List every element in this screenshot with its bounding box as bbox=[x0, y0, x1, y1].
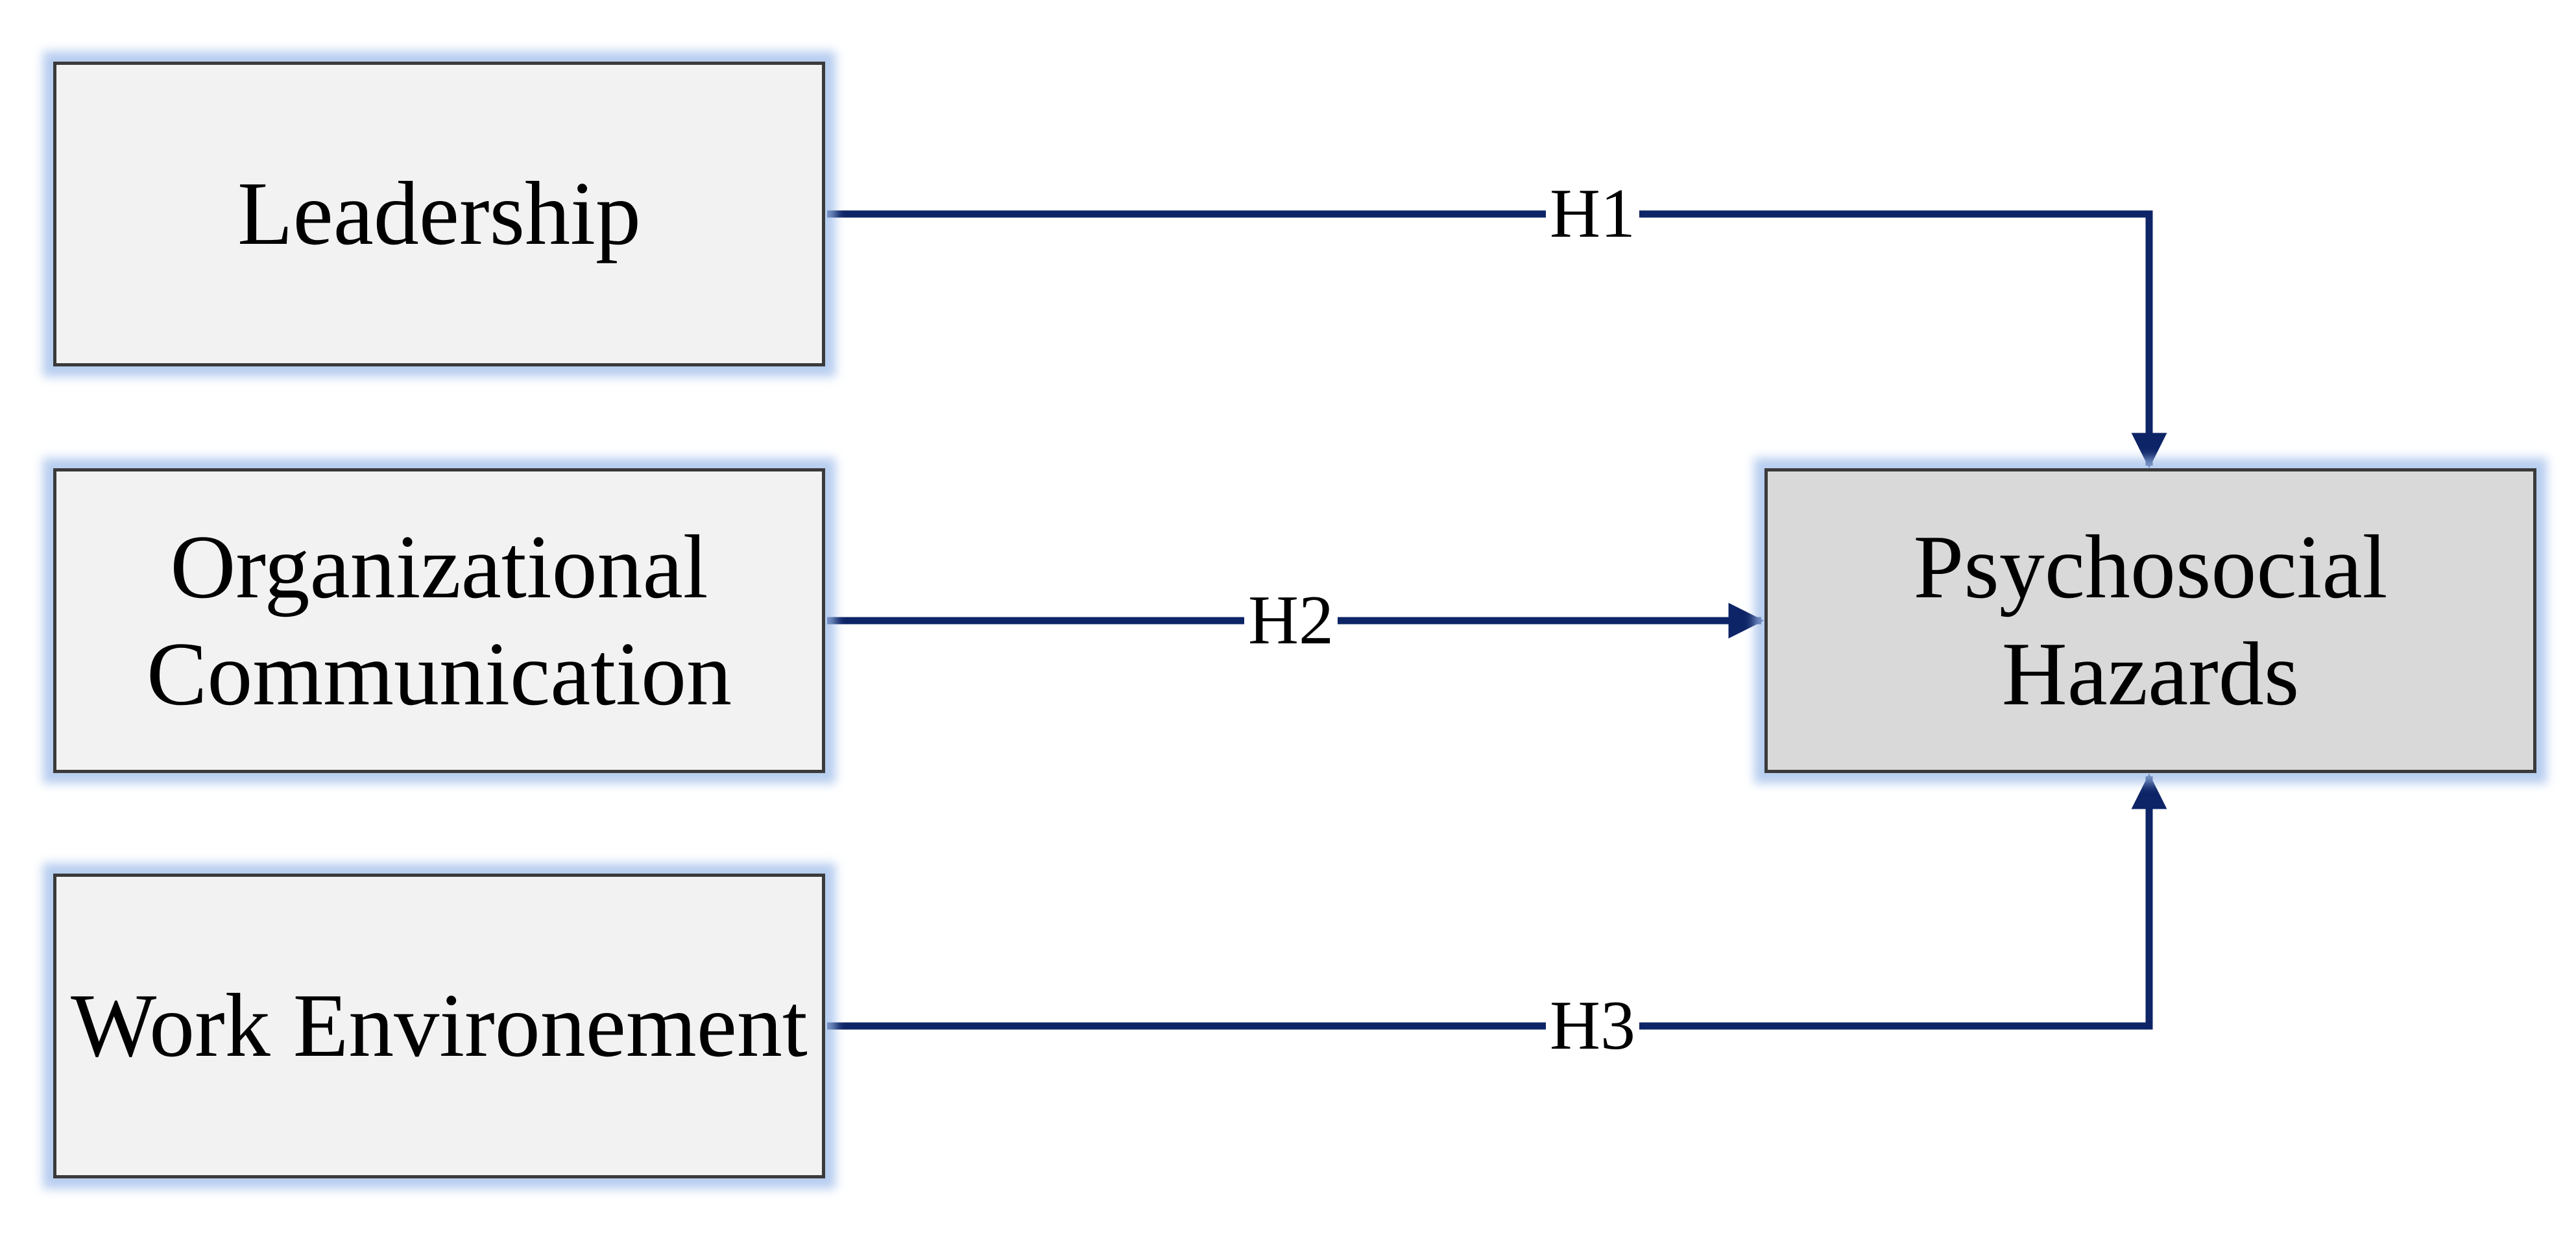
edge-label-h3: H3 bbox=[1546, 991, 1639, 1061]
edge-label-h1: H1 bbox=[1546, 179, 1639, 249]
node-work-environement-label: Work Environement bbox=[71, 975, 808, 1077]
node-psychosocial-hazards: Psychosocial Hazards bbox=[1764, 468, 2536, 773]
arrow-h3 bbox=[827, 773, 2167, 1030]
node-organizational-communication: Organizational Communication bbox=[53, 468, 825, 773]
arrow-h1 bbox=[827, 210, 2167, 469]
node-organizational-communication-label: Organizational Communication bbox=[147, 514, 732, 728]
node-organizational-communication-line1: Organizational bbox=[170, 516, 708, 617]
node-psychosocial-hazards-label: Psychosocial Hazards bbox=[1913, 516, 2388, 724]
node-leadership-label: Leadership bbox=[237, 163, 641, 265]
node-work-environement: Work Environement bbox=[53, 874, 825, 1178]
node-leadership: Leadership bbox=[53, 62, 825, 366]
node-organizational-communication-line2: Communication bbox=[146, 624, 732, 724]
edge-label-h2: H2 bbox=[1244, 586, 1338, 656]
